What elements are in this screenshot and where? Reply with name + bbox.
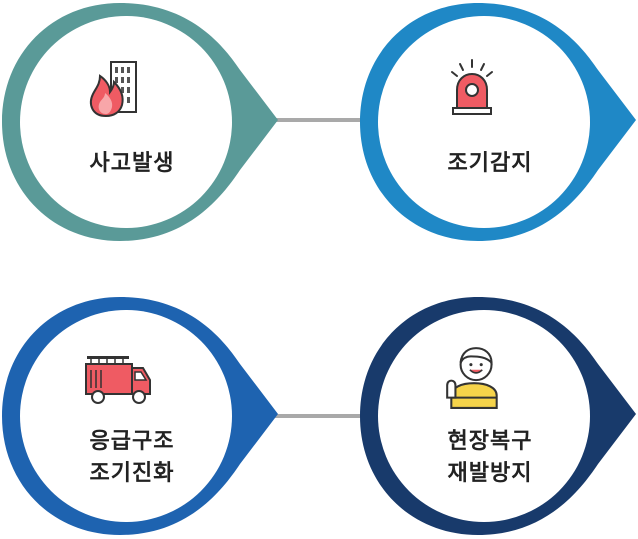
fire-building-icon [89,61,137,118]
step-label: 현장복구 재발방지 [376,426,604,490]
step-label-line-1: 현장복구 [447,429,533,454]
step-badge-shape [2,3,278,241]
step-badge-shape [2,297,278,535]
step-label-line-2: 재발방지 [447,461,533,486]
step-badge-shape [360,3,636,241]
step-label-line-1: 사고발생 [89,151,175,176]
worker-icon [446,347,498,409]
step-emergency-rescue: 응급구조 조기진화 [0,294,280,539]
step-label: 조기감지 [376,148,604,180]
step-label: 응급구조 조기진화 [18,426,246,490]
step-early-detection: 조기감지 [358,0,638,245]
connector-line-top [272,118,368,122]
siren-alarm-icon [451,59,493,115]
step-accident-occurrence: 사고발생 [0,0,280,245]
step-label: 사고발생 [18,148,246,180]
step-site-recovery: 현장복구 재발방지 [358,294,638,539]
step-badge-shape [360,297,636,535]
connector-line-bottom [272,414,368,418]
step-label-line-2: 조기진화 [89,461,175,486]
fire-truck-icon [85,356,151,404]
step-label-line-1: 조기감지 [447,151,533,176]
step-label-line-1: 응급구조 [89,429,175,454]
